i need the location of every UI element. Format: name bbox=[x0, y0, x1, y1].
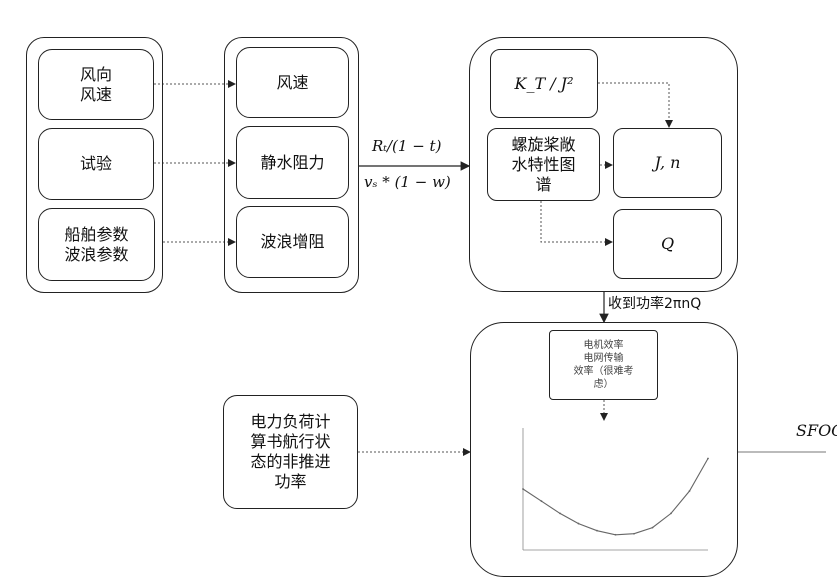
data-point bbox=[707, 458, 709, 460]
data-point bbox=[541, 500, 543, 502]
wind-speed-box: 风速 bbox=[236, 47, 349, 118]
data-point bbox=[578, 523, 580, 525]
still-water-resistance-box: 静水阻力 bbox=[236, 126, 349, 199]
data-point bbox=[652, 527, 654, 529]
q-box: Q bbox=[613, 209, 722, 279]
chart-axes bbox=[523, 428, 708, 550]
data-point bbox=[596, 530, 598, 532]
chart-marks bbox=[522, 458, 709, 536]
trial-input-box: 试验 bbox=[38, 128, 154, 200]
open-water-chart-box: 螺旋桨敞 水特性图 谱 bbox=[487, 128, 600, 201]
data-point bbox=[689, 490, 691, 492]
data-point bbox=[670, 513, 672, 515]
motor-efficiency-box: 电机效率 电网传输 效率（很难考 虑） bbox=[549, 330, 658, 400]
non-propulsion-power-box: 电力负荷计 算书航行状 态的非推进 功率 bbox=[223, 395, 358, 509]
data-point bbox=[559, 513, 561, 515]
absorbed-power-label: 收到功率2πnQ bbox=[608, 293, 701, 313]
wave-added-resistance-box: 波浪增阻 bbox=[236, 206, 349, 278]
thrust-label: Rₜ/(1 − t) bbox=[372, 137, 441, 155]
j-n-box: J, n bbox=[613, 128, 722, 198]
wind-input-box: 风向 风速 bbox=[38, 49, 154, 120]
kt-j2-box: K_T / J² bbox=[490, 49, 598, 118]
sfoc-label: SFOC bbox=[796, 421, 837, 440]
series-line-0 bbox=[523, 459, 708, 535]
data-point bbox=[615, 534, 617, 536]
data-point bbox=[633, 533, 635, 535]
ship-wave-params-box: 船舶参数 波浪参数 bbox=[38, 208, 155, 281]
speed-label: vₛ * (1 − w) bbox=[364, 173, 451, 191]
sfoc-curve-chart bbox=[495, 420, 720, 570]
data-point bbox=[522, 488, 524, 490]
